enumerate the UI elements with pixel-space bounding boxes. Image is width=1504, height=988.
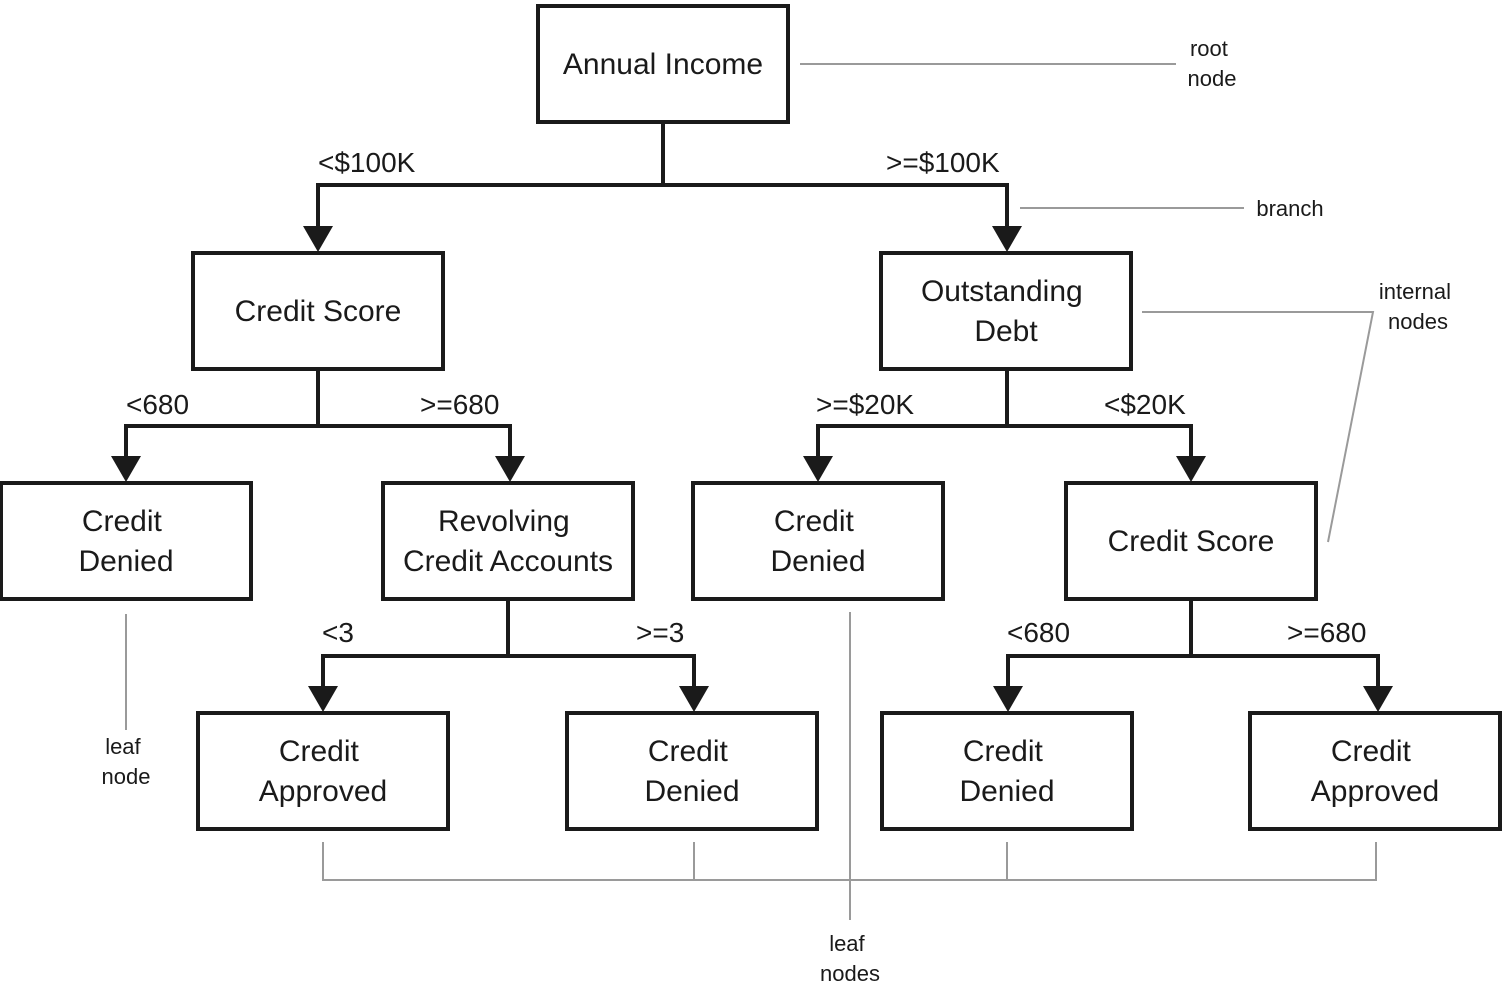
node-box [196,711,450,831]
node-approved-2: Credit Approved [1248,711,1502,831]
edge-label-revolving-ge: >=3 [636,617,684,648]
node-left-denied: Credit Denied [0,481,253,601]
callout-label-line: node [102,764,151,789]
arrow-head [495,456,525,482]
node-label-line: Credit Score [1108,525,1275,558]
edge-label-score2-lt: <680 [1007,617,1070,648]
node-outstanding-debt: Outstanding Debt [879,251,1133,371]
svg-text:Credit Denied: Credit Denied [644,735,739,808]
arrow-head [1363,686,1393,712]
callout-labels: root node branch internal nodes leaf nod… [102,36,1457,986]
callout-label-line: nodes [1388,309,1448,334]
svg-text:Revolving Credit Account: Revolving Credit Accounts [403,505,613,578]
edge-label-score-ge: >=680 [420,389,499,420]
arrow-head [679,686,709,712]
node-label-line: Outstanding [921,275,1083,308]
svg-text:Outstanding Debt: Outstanding Debt [921,275,1091,348]
node-mid-denied: Credit Denied [691,481,945,601]
node-label-line: Denied [959,775,1054,808]
node-label-line: Denied [770,545,865,578]
callout-label-line: root [1190,36,1228,61]
node-box [565,711,819,831]
node-label-line: Credit [1331,735,1412,768]
node-box [691,481,945,601]
callout-internal-nodes: internal nodes [1379,279,1457,334]
node-right-credit-score: Credit Score [1064,481,1318,601]
callout-root-node: root node [1188,36,1237,91]
node-left-credit-score: Credit Score [191,251,445,371]
node-box [1064,481,1318,601]
node-approved-1: Credit Approved [196,711,450,831]
callout-label-line: leaf [105,734,141,759]
edge-label-score-lt: <680 [126,389,189,420]
node-label-line: Credit [279,735,360,768]
edge-label-income-ge: >=$100K [886,147,1000,178]
callout-leaf-node: leaf node [102,734,151,789]
node-label-line: Credit [963,735,1044,768]
node-label-line: Credit Score [235,295,402,328]
svg-text:Credit Denied: Credit Denied [959,735,1054,808]
node-label-line: Approved [259,775,387,808]
node-revolving: Revolving Credit Accounts [381,481,635,601]
node-label-line: Debt [974,315,1038,348]
node-box [880,711,1134,831]
arrow-head [992,226,1022,252]
arrow-head [1176,456,1206,482]
callout-label-line: branch [1256,196,1323,221]
node-label-line: Credit [648,735,729,768]
node-label-line: Denied [644,775,739,808]
callout-branch: branch [1256,196,1323,221]
svg-text:Credit Denied: Credit Denied [770,505,865,578]
node-root: Annual Income [536,4,790,124]
node-label-line: Credit Accounts [403,545,613,578]
internal-nodes-callout-line [1142,311,1375,543]
edge-labels: <$100K >=$100K <680 >=680 >=$20K <$20K <… [126,147,1366,648]
callout-lines [125,63,1377,920]
callout-leaf-nodes: leaf nodes [820,931,880,986]
arrow-head [993,686,1023,712]
node-box [191,251,445,371]
callout-label-line: leaf [829,931,865,956]
edge-label-revolving-lt: <3 [322,617,354,648]
node-label-line: Credit [82,505,163,538]
node-box [879,251,1133,371]
leaf-nodes-callout-bracket [322,842,1377,881]
node-box [536,4,790,124]
node-denied-3: Credit Denied [880,711,1134,831]
svg-text:Credit Denied: Credit Denied [78,505,173,578]
node-label-line: Credit [774,505,855,538]
node-box [381,481,635,601]
edge-label-income-lt: <$100K [318,147,416,178]
svg-text:Credit Score: Credit Score [235,295,402,328]
arrow-head [303,226,333,252]
node-denied-2: Credit Denied [565,711,819,831]
node-label-line: Revolving [438,505,570,538]
edge-label-score2-ge: >=680 [1287,617,1366,648]
arrow-head [803,456,833,482]
node-label-line: Annual Income [563,48,763,81]
node-box [0,481,253,601]
edge-label-debt-lt: <$20K [1104,389,1186,420]
node-label-line: Approved [1311,775,1439,808]
svg-text:Credit Score: Credit Score [1108,525,1275,558]
svg-text:Credit Approved: Credit Approved [1311,735,1439,808]
tree-edges [111,122,1393,712]
callout-label-line: node [1188,66,1237,91]
arrow-head [308,686,338,712]
callout-label-line: internal [1379,279,1451,304]
node-box [1248,711,1502,831]
arrow-head [111,456,141,482]
svg-text:Credit Approved: Credit Approved [259,735,387,808]
edge-label-debt-ge: >=$20K [816,389,914,420]
node-label-line: Denied [78,545,173,578]
svg-text:Annual Income: Annual Income [563,48,763,81]
callout-label-line: nodes [820,961,880,986]
